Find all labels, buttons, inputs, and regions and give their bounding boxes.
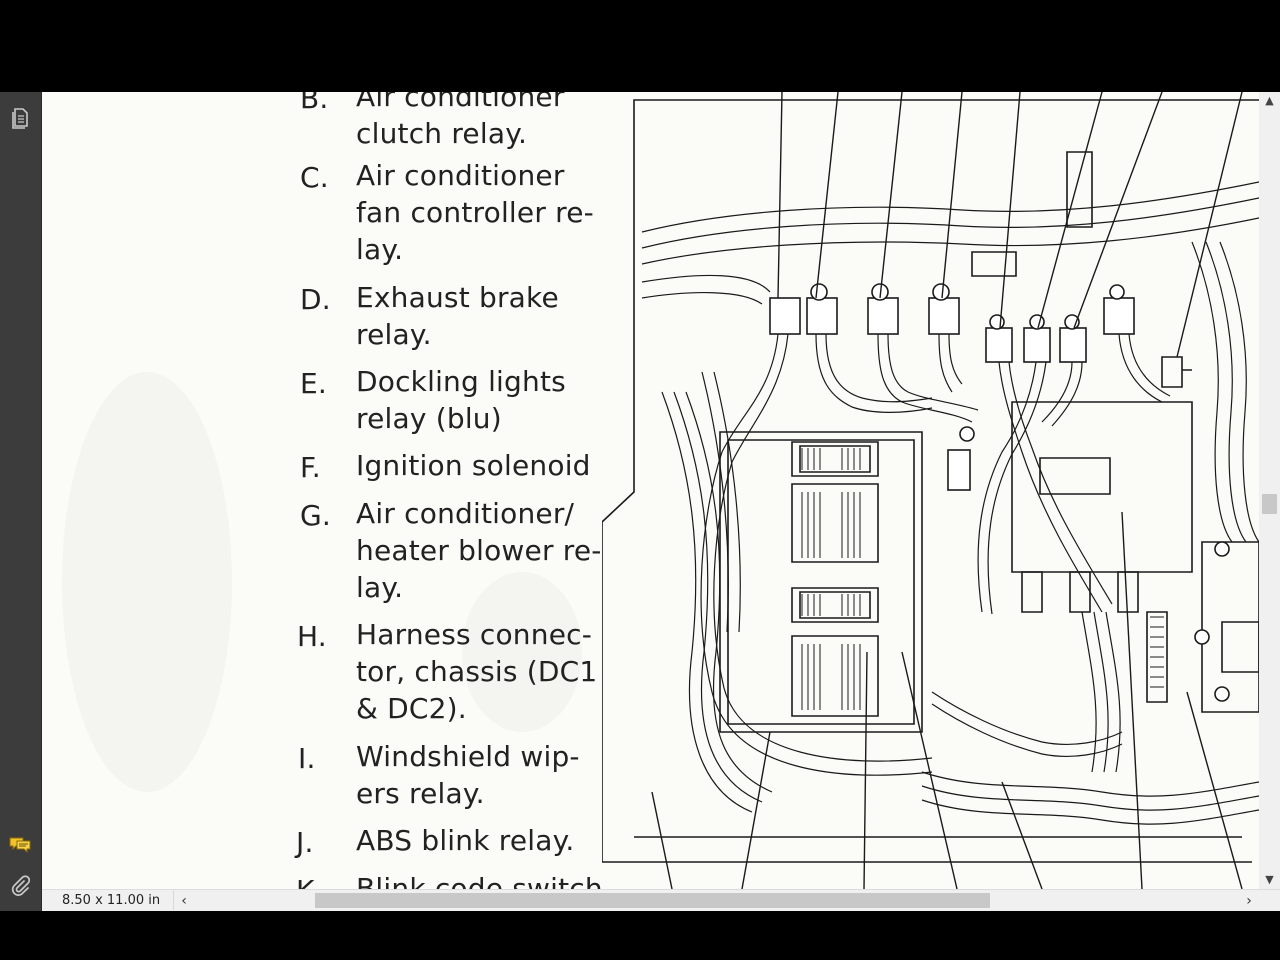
page-size-indicator: 8.50 x 11.00 in [42,890,174,912]
legend-line: Dockling lights [356,365,566,398]
legend-line: Ignition solenoid [356,449,591,482]
legend-line: fan controller re- [356,196,594,229]
window-bottom-frame [0,911,1280,960]
document-viewport[interactable]: B. Air conditioner clutch relay. C. Air cond… [42,92,1259,889]
legend-line: Air conditioner/ [356,497,575,530]
legend-line: Windshield wip- [356,740,580,773]
vertical-scroll-thumb[interactable] [1262,494,1277,514]
legend-description: ABS blink relay. [356,822,574,859]
legend-line: Air conditioner [356,92,565,113]
pages-icon[interactable] [8,106,32,130]
legend-description: Ignition solenoid [356,447,591,484]
legend-line: clutch relay. [356,117,528,150]
legend-letter: E. [300,367,327,400]
status-bar: 8.50 x 11.00 in ‹ › [42,889,1280,912]
legend-line: relay (blu) [356,402,502,435]
legend-line: ers relay. [356,777,485,810]
legend-letter: C. [300,161,329,194]
legend-description: Air conditioner clutch relay. [356,92,565,152]
legend-line: & DC2). [356,692,467,725]
legend-line: lay. [356,571,404,604]
navigation-pane-rail [0,92,42,911]
paper-stain [462,572,582,732]
legend-line: Air conditioner [356,159,565,192]
legend-line: Exhaust brake [356,281,559,314]
scroll-up-button[interactable]: ▲ [1265,94,1274,107]
comments-icon[interactable] [8,832,32,856]
legend-description: Air conditioner fan controller re-lay. [356,157,594,268]
horizontal-scrollbar[interactable] [194,890,1239,912]
wiring-diagram [602,92,1259,889]
legend-line: Harness connec- [356,618,593,651]
legend-description: Windshield wip-ers relay. [356,738,580,812]
window-top-frame [0,0,1280,92]
scroll-down-button[interactable]: ▼ [1265,873,1274,886]
legend-letter: F. [300,451,321,484]
legend-letter: J. [296,826,314,859]
attachments-icon[interactable] [8,874,32,898]
legend-letter: G. [300,499,331,532]
legend-description: Exhaust brake relay. [356,279,559,353]
legend-line: ABS blink relay. [356,824,575,857]
scroll-right-button[interactable]: › [1246,893,1252,909]
vertical-scrollbar[interactable]: ▲ ▼ [1259,92,1280,889]
legend-letter: D. [300,283,331,316]
legend-letter: H. [297,620,327,653]
legend-letter: B. [300,92,329,115]
document-page: B. Air conditioner clutch relay. C. Air cond… [42,92,1259,889]
scroll-left-button[interactable]: ‹ [181,893,187,909]
legend-line: relay. [356,318,432,351]
legend-letter: I. [298,742,316,775]
legend-letter: K. [296,874,324,889]
legend-line: heater blower re- [356,534,602,567]
legend-description: Dockling lights relay (blu) [356,363,566,437]
legend-description: Air conditioner/heater blower re-lay. [356,495,602,606]
legend-line: lay. [356,233,404,266]
legend-description: Blink code switch [356,870,603,889]
horizontal-scroll-thumb[interactable] [315,893,990,908]
legend-description: Harness connec-tor, chassis (DC1 & DC2). [356,616,597,727]
legend-line: tor, chassis (DC1 [356,655,598,688]
paper-stain [62,372,232,792]
legend-line: Blink code switch [356,872,603,889]
